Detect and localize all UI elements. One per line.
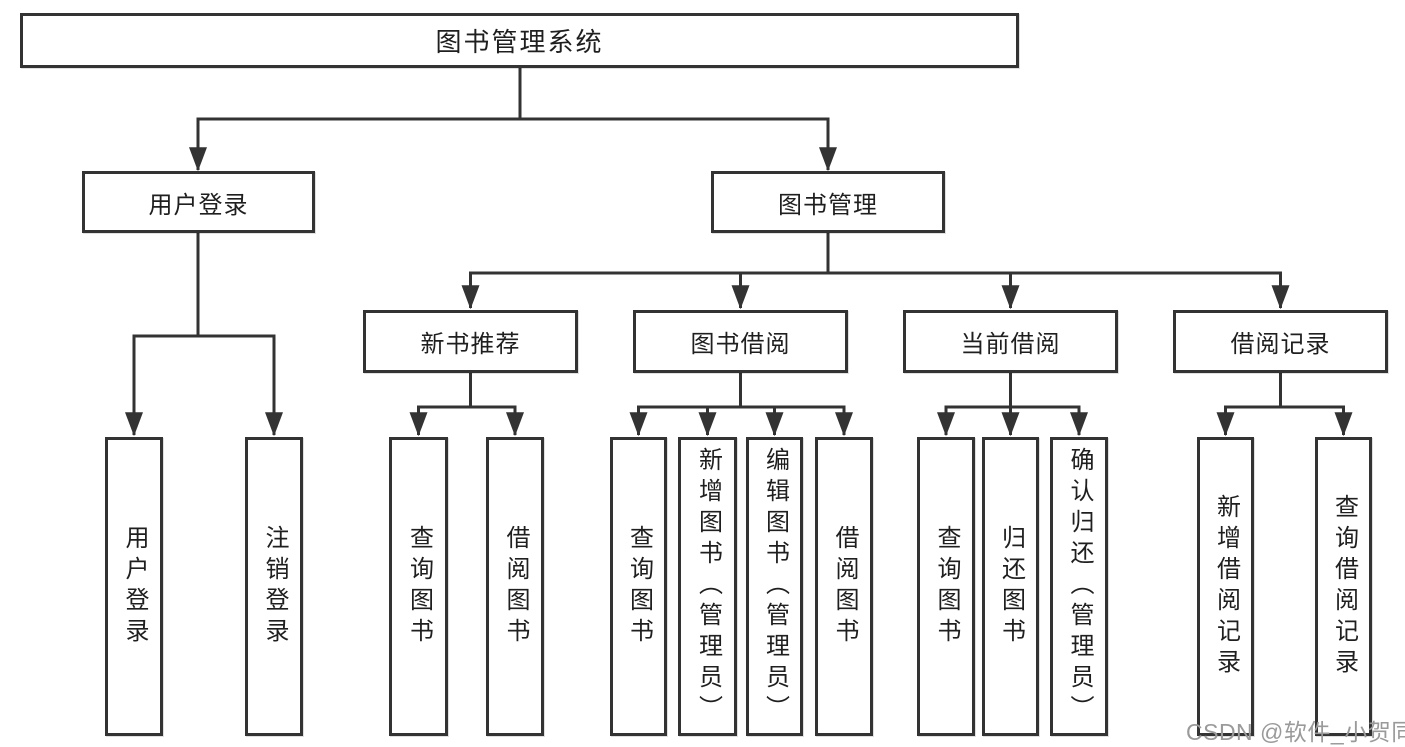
node-book-borrow: 图书借阅 <box>633 310 848 373</box>
leaf-borrow-books-recommend: 借阅图书 <box>486 437 544 736</box>
node-root: 图书管理系统 <box>20 13 1019 68</box>
node-borrow-records: 借阅记录 <box>1173 310 1388 373</box>
node-book-management: 图书管理 <box>711 171 945 233</box>
node-current-borrow: 当前借阅 <box>903 310 1118 373</box>
node-user-login: 用户登录 <box>82 171 315 233</box>
leaf-user-login: 用户登录 <box>105 437 163 736</box>
leaf-query-borrow-record: 查询借阅记录 <box>1315 437 1372 736</box>
leaf-edit-book-admin: 编辑图书（管理员） <box>746 437 803 736</box>
node-new-book-recommend: 新书推荐 <box>363 310 578 373</box>
leaf-confirm-return-admin: 确认归还（管理员） <box>1050 437 1108 736</box>
leaf-query-books-recommend: 查询图书 <box>389 437 448 736</box>
leaf-add-borrow-record: 新增借阅记录 <box>1197 437 1254 736</box>
leaf-logout: 注销登录 <box>245 437 303 736</box>
leaf-borrow-books: 借阅图书 <box>815 437 873 736</box>
leaf-query-books-borrow: 查询图书 <box>610 437 667 736</box>
leaf-return-book: 归还图书 <box>982 437 1039 736</box>
watermark: CSDN @软件_小贺同学 <box>1186 719 1405 745</box>
leaf-query-books-current: 查询图书 <box>917 437 975 736</box>
leaf-add-book-admin: 新增图书（管理员） <box>678 437 737 736</box>
